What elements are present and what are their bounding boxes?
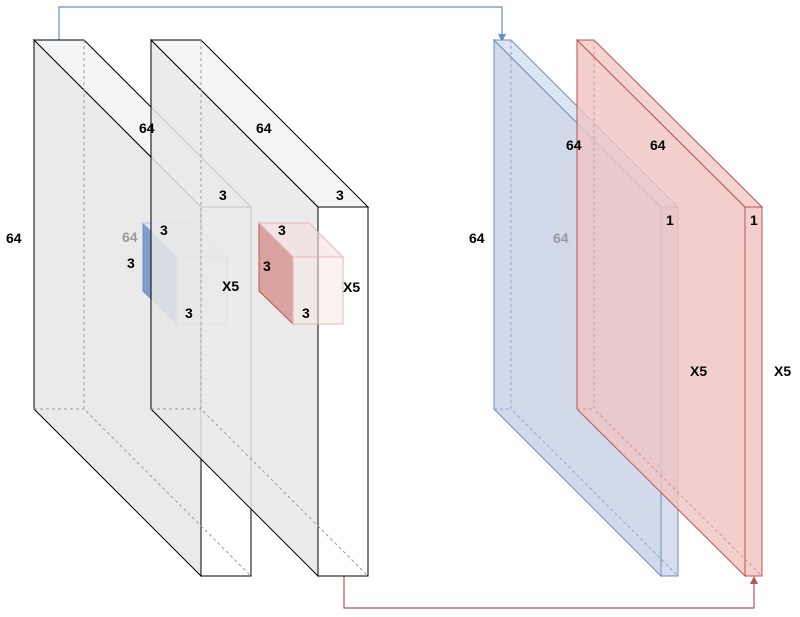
blue-kernel-bottom-label: 3: [185, 305, 193, 321]
blue-out-depth-label: 64: [566, 137, 582, 153]
red-kernel-bottom-label: 3: [302, 305, 310, 321]
block1-width-label: 3: [219, 187, 227, 203]
blue-connector-arrow: [58, 6, 503, 40]
blue-kernel-left-label: 3: [127, 255, 135, 271]
red-kernel-top-label: 3: [278, 222, 286, 238]
red-out-hidden-edges: [577, 40, 763, 577]
block1-repeat-label: X5: [222, 278, 239, 294]
blue-kernel-depth-label: 64: [122, 229, 138, 245]
blue-out-height-label: 64: [469, 230, 485, 246]
blue-out-hidden-edges: [494, 40, 679, 577]
blue-arrowhead: [498, 34, 506, 42]
red-out-front: [744, 206, 763, 577]
red-out-inner-label: 64: [553, 230, 569, 246]
blue-out-repeat-label: X5: [690, 363, 707, 379]
red-arrowhead: [750, 576, 758, 584]
red-kernel-front: [292, 256, 344, 325]
red-out-depth-label: 64: [650, 137, 666, 153]
red-kernel: [257, 221, 345, 326]
block1-height-label: 64: [6, 230, 22, 246]
red-out-width-label: 1: [750, 212, 758, 228]
block2-width-label: 3: [336, 187, 344, 203]
blue-kernel-top-label: 3: [160, 222, 168, 238]
block2-hidden-edges: [151, 40, 369, 577]
blue-out-width-label: 1: [666, 212, 674, 228]
block1-hidden-edges: [34, 40, 252, 577]
conv-block-2: [149, 38, 370, 578]
red-kernel-left-label: 3: [263, 258, 271, 274]
block2-repeat-label: X5: [343, 279, 360, 295]
red-output-map: [575, 38, 764, 578]
red-out-repeat-label: X5: [774, 363, 791, 379]
red-connector-arrow: [343, 576, 755, 609]
block2-depth-label: 64: [256, 120, 272, 136]
block1-depth-label: 64: [139, 120, 155, 136]
